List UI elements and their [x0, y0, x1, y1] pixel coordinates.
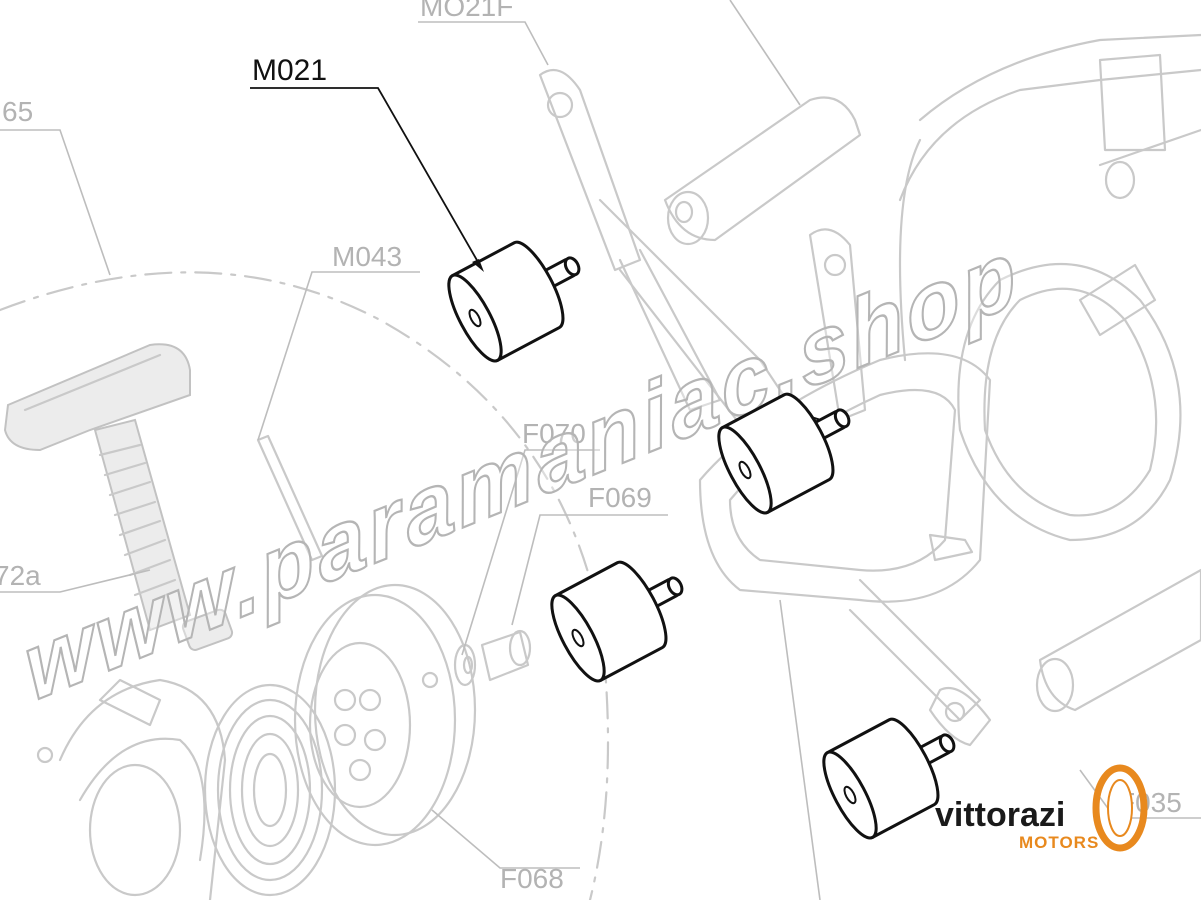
frame-tubes	[663, 96, 1201, 713]
recoil-housing	[36, 678, 227, 900]
label-f069: F069	[588, 482, 652, 513]
silent-block-1	[447, 240, 581, 363]
label-f070: F070	[522, 418, 586, 449]
logo-subtitle: MOTORS	[1019, 833, 1099, 852]
highlighted-parts	[447, 240, 956, 840]
bolt-f069	[480, 629, 532, 682]
silent-block-2	[717, 392, 851, 515]
pin-m043	[256, 434, 324, 562]
logo-mark-icon	[1092, 764, 1148, 852]
dash-dot-arc	[0, 271, 610, 900]
logo-name: vittorazi	[935, 796, 1065, 834]
silent-block-4	[822, 717, 956, 840]
vittorazi-logo: vittorazi MOTORS	[935, 764, 1148, 852]
callout-m021	[250, 87, 484, 272]
silent-block-3	[550, 560, 684, 683]
starter-handle	[3, 343, 234, 651]
label-m043: M043	[332, 241, 402, 272]
label-m021: M021	[252, 54, 327, 87]
ghost-assembly	[0, 33, 1201, 900]
label-mo21f: MO21F	[420, 0, 513, 22]
label-65: 65	[2, 96, 33, 127]
engine-body	[898, 33, 1201, 542]
recoil-spring	[203, 683, 337, 897]
label-f068: F068	[500, 863, 564, 894]
pulley-f068	[293, 583, 477, 847]
label-72a: 72a	[0, 560, 41, 591]
